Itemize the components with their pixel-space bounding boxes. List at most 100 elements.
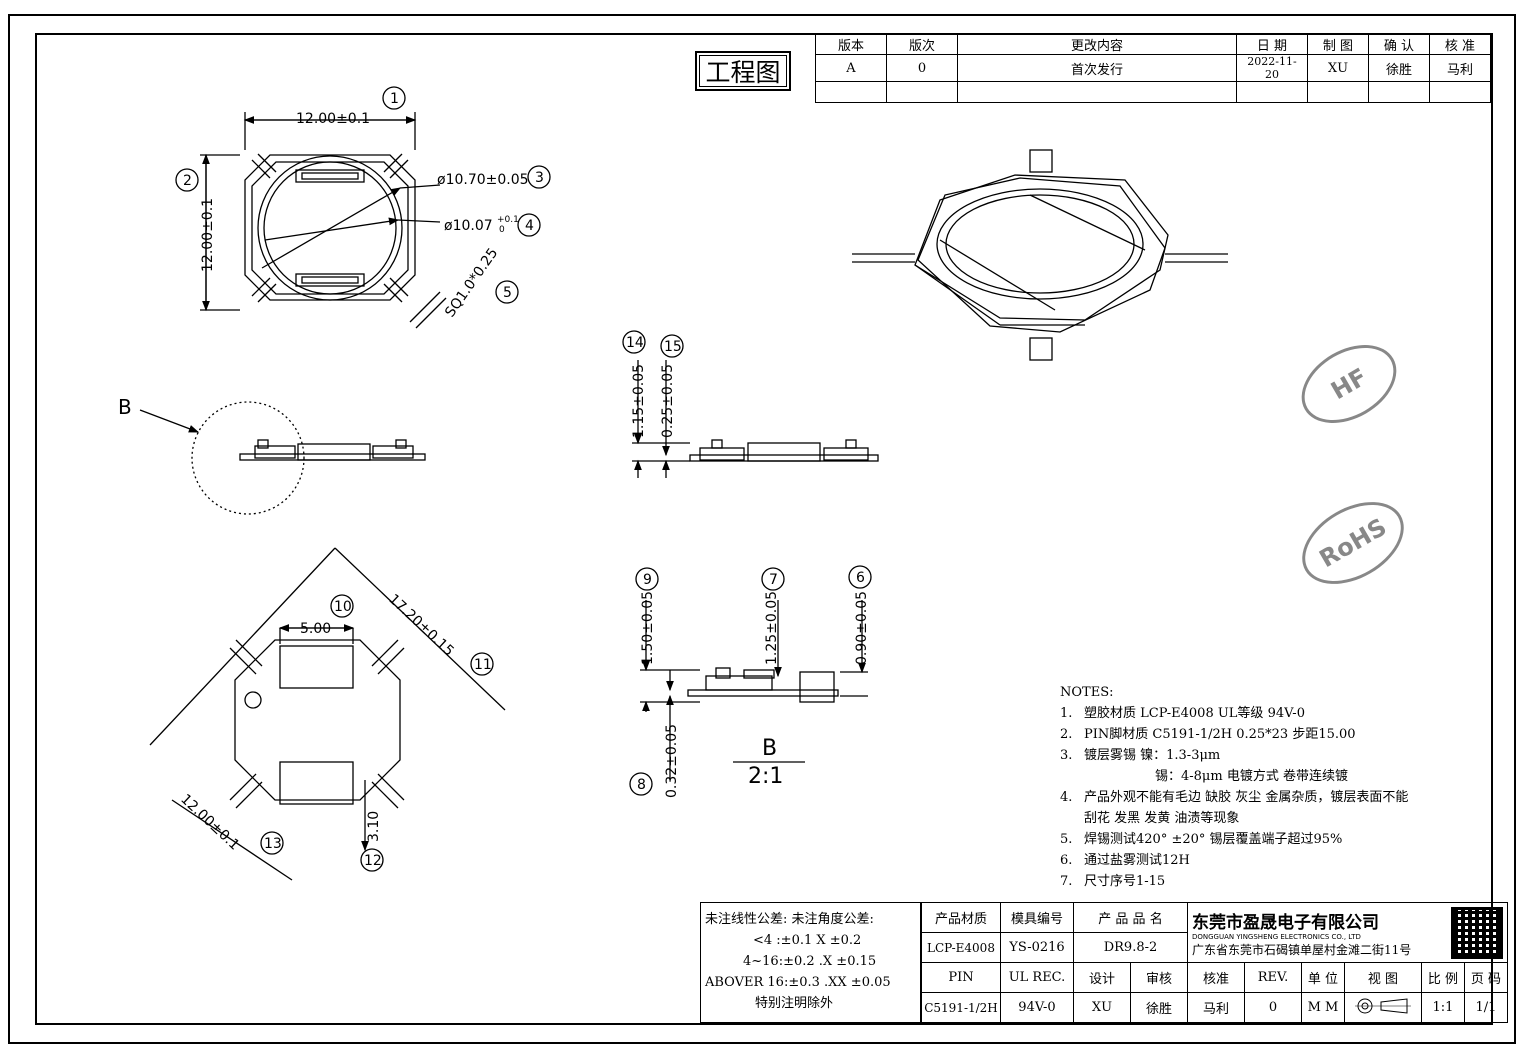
callout-2: 2 [183, 173, 192, 189]
tb-ul-value: 94V-0 [1000, 992, 1074, 1023]
dim-sq: SQ1.0*0.25 [442, 245, 501, 320]
side-view-middle [622, 330, 879, 478]
tb-designer: XU [1073, 992, 1131, 1023]
tb-scale: 1:1 [1421, 992, 1465, 1023]
detail-b-label: B [762, 736, 777, 761]
rev-header-change: 更改内容 [957, 33, 1237, 55]
dim-1-15: 1.15±0.05 [631, 364, 647, 438]
callout-4: 4 [525, 218, 534, 234]
revision-row [815, 81, 1491, 103]
tb-review-label: 审核 [1130, 962, 1188, 993]
tb-material: LCP-E4008 [921, 932, 1001, 963]
dim-17-20: 17.20±0.15 [385, 591, 457, 659]
rev-cell: 徐胜 [1368, 54, 1430, 82]
tb-approver: 马利 [1187, 992, 1245, 1023]
tb-product-label: 产 品 品 名 [1073, 902, 1188, 933]
tolerance-line: 未注线性公差: 未注角度公差: [705, 912, 874, 927]
projection-symbol-icon [1344, 992, 1422, 1023]
tb-mold-no: YS-0216 [1000, 932, 1074, 963]
note-item: 3.镀层雾锡 镍：1.3-3μm [1060, 748, 1221, 763]
drawing-frame [35, 33, 1493, 1025]
dim-diameter-inner: ø10.07 [444, 218, 493, 234]
drawing-title: 工程图 [695, 51, 791, 91]
rev-header-approve: 核 准 [1429, 33, 1491, 55]
rev-cell: 马利 [1429, 54, 1491, 82]
dim-1-50: 1.50±0.05 [640, 591, 656, 665]
tb-page-label: 页 码 [1464, 962, 1508, 993]
callout-7: 7 [769, 572, 778, 588]
note-item: 7.尺寸序号1-15 [1060, 874, 1166, 889]
callout-11: 11 [474, 657, 492, 673]
callout-3: 3 [535, 170, 544, 186]
dim-top-height: 12.00±0.1 [200, 198, 216, 272]
company-name: 东莞市盈晟电子有限公司 [1192, 912, 1379, 933]
dim-tol-upper: +0.1 [497, 215, 519, 225]
callout-5: 5 [503, 285, 512, 301]
detail-b-view [629, 565, 872, 796]
revision-row: A 0 首次发行 2022-11-20 XU 徐胜 马利 [815, 54, 1491, 82]
note-item: 1.塑胶材质 LCP-E4008 UL等级 94V-0 [1060, 706, 1305, 721]
tb-unit-label: 单 位 [1301, 962, 1345, 993]
rev-cell: A [815, 54, 887, 82]
dim-0-90: 0.90±0.05 [854, 591, 870, 665]
tb-reviewer: 徐胜 [1130, 992, 1188, 1023]
callout-12: 12 [364, 853, 382, 869]
callout-14: 14 [626, 335, 644, 351]
callout-13: 13 [264, 836, 282, 852]
note-item: 2.PIN脚材质 C5191-1/2H 0.25*23 步距15.00 [1060, 727, 1356, 742]
tb-rev-label: REV. [1244, 962, 1302, 993]
dim-tol-lower: 0 [499, 225, 505, 235]
note-item: 刮花 发黑 发黄 油渍等现象 [1084, 811, 1240, 826]
dim-5-00: 5.00 [300, 621, 331, 637]
tb-rev: 0 [1244, 992, 1302, 1023]
tolerance-line: <4 :±0.1 X ±0.2 [753, 933, 862, 948]
side-view-left [139, 401, 426, 515]
tb-mold-label: 模具编号 [1000, 902, 1074, 933]
rev-cell: XU [1307, 54, 1369, 82]
rev-cell [1429, 81, 1491, 103]
dim-diameter-outer: ø10.70±0.05 [437, 172, 529, 188]
callout-9: 9 [643, 572, 652, 588]
callout-6: 6 [856, 570, 865, 586]
notes-block: NOTES: 1.塑胶材质 LCP-E4008 UL等级 94V-0 2.PIN… [1060, 682, 1490, 892]
title-block: 产品材质 模具编号 产 品 品 名 东莞市盈晟电子有限公司 DONGGUAN Y… [921, 902, 1508, 1023]
top-view [175, 86, 551, 329]
tolerance-block: 未注线性公差: 未注角度公差: <4 :±0.1 X ±0.2 4~16:±0.… [700, 902, 921, 1023]
dim-3-10: 3.10 [366, 811, 382, 842]
callout-15: 15 [664, 339, 682, 355]
callout-10: 10 [334, 599, 352, 615]
tb-page: 1/1 [1464, 992, 1508, 1023]
company-address: 广东省东莞市石碣镇单屋村金滩二街11号 [1192, 942, 1412, 957]
tb-view-label: 视 图 [1344, 962, 1422, 993]
label-b: B [118, 395, 132, 419]
dim-0-25: 0.25±0.05 [660, 364, 676, 438]
tb-approve-label: 核准 [1187, 962, 1245, 993]
bottom-view [149, 547, 506, 881]
notes-heading: NOTES: [1060, 685, 1114, 700]
dim-12-00-b: 12.00±0.1 [177, 791, 242, 853]
tb-pin-material: C5191-1/2H [921, 992, 1001, 1023]
dim-top-width: 12.00±0.1 [296, 111, 370, 127]
rev-cell: 2022-11-20 [1236, 54, 1308, 82]
isometric-view [852, 149, 1228, 361]
rev-header-version: 版本 [815, 33, 887, 55]
company-header: 东莞市盈晟电子有限公司 DONGGUAN YINGSHENG ELECTRONI… [1187, 902, 1508, 963]
callout-1: 1 [390, 91, 399, 107]
dim-0-32: 0.32±0.05 [664, 724, 680, 798]
detail-b-scale: 2:1 [748, 764, 783, 789]
tb-ul-label: UL REC. [1000, 962, 1074, 993]
qr-code-icon [1451, 906, 1503, 959]
dim-1-25: 1.25±0.05 [764, 591, 780, 665]
tolerance-line: ABOVER 16:±0.3 .XX ±0.05 [705, 975, 891, 990]
tolerance-line: 特别注明除外 [755, 996, 834, 1011]
revision-table: 版本 版次 更改内容 日 期 制 图 确 认 核 准 A 0 首次发行 2022… [815, 33, 1491, 103]
tb-scale-label: 比 例 [1421, 962, 1465, 993]
tb-unit: M M [1301, 992, 1345, 1023]
tb-design-label: 设计 [1073, 962, 1131, 993]
callout-8: 8 [637, 777, 646, 793]
outer-border [8, 14, 1516, 1044]
company-en: DONGGUAN YINGSHENG ELECTRONICS CO., LTD [1192, 932, 1361, 941]
note-item: 锡：4-8μm 电镀方式 卷带连续镀 [1155, 769, 1348, 784]
rev-cell: 首次发行 [957, 54, 1237, 82]
